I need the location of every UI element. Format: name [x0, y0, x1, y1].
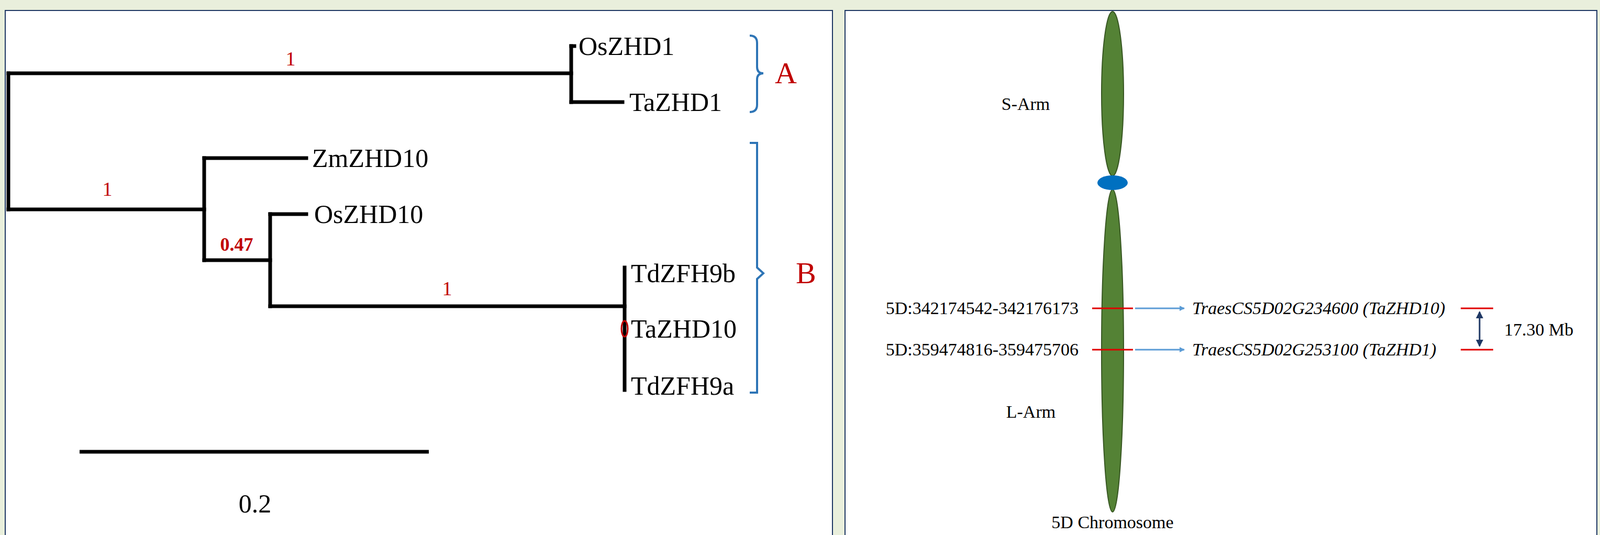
- locus-mark: [1092, 349, 1133, 351]
- leaf-label: ZmZHD10: [312, 143, 429, 173]
- locus-mark: [1092, 307, 1133, 310]
- clade-label: B: [795, 256, 817, 291]
- distance-label: 17.30 Mb: [1504, 319, 1574, 340]
- support-value: 1: [285, 48, 296, 71]
- clade-bracket: [749, 142, 764, 393]
- locus-mark: [1460, 349, 1494, 351]
- left-panel: [5, 10, 833, 535]
- chromosome-arm: [1101, 11, 1124, 176]
- gene-label: TraesCS5D02G234600 (TaZHD10): [1192, 298, 1446, 318]
- pointer-arrow: [1135, 307, 1185, 310]
- pointer-arrow: [1135, 349, 1185, 351]
- right-panel: [845, 10, 1597, 535]
- arm-label: L-Arm: [1006, 402, 1056, 422]
- locus-mark: [1460, 307, 1494, 310]
- arm-label: S-Arm: [1001, 94, 1051, 114]
- gene-label: TraesCS5D02G253100 (TaZHD1): [1192, 339, 1437, 360]
- leaf-label: TdZFH9a: [630, 371, 735, 401]
- distance-arrow: [1479, 312, 1481, 347]
- clade-bracket: [749, 35, 764, 113]
- support-value: 0.47: [220, 234, 254, 256]
- scale-bar: [79, 450, 429, 454]
- scale-label: 0.2: [238, 489, 272, 519]
- leaf-label: TaZHD10: [630, 314, 737, 344]
- chromosome-label: 5D Chromosome: [1051, 512, 1174, 532]
- leaf-label: OsZHD10: [314, 200, 424, 229]
- phylogenetic-tree: [8, 46, 625, 391]
- support-value: 1: [102, 178, 113, 201]
- chromosome-arm: [1101, 189, 1124, 513]
- coordinate-label: 5D:359474816-359475706: [885, 339, 1079, 360]
- centromere: [1097, 175, 1128, 191]
- leaf-label: TaZHD1: [629, 87, 722, 117]
- highlight-ellipse: [621, 320, 628, 337]
- support-value: 1: [442, 278, 453, 300]
- leaf-label: OsZHD1: [578, 31, 675, 61]
- coordinate-label: 5D:342174542-342176173: [885, 298, 1079, 318]
- clade-label: A: [774, 56, 797, 91]
- leaf-label: TdZFH9b: [630, 259, 736, 288]
